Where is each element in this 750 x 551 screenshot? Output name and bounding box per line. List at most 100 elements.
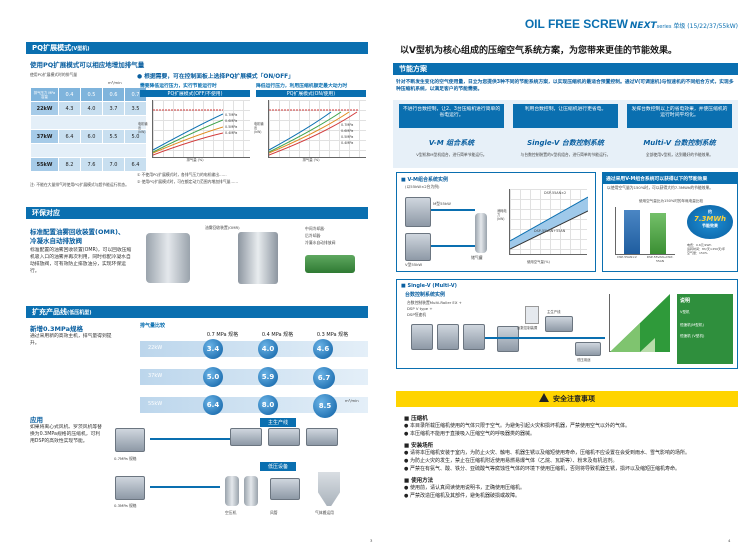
single-subtitle: 台数控制系统实例: [405, 292, 446, 298]
machine-image: [575, 342, 601, 356]
system-desc-multi: 全部使用V型机，达到最好的节能效果。: [645, 152, 714, 157]
app-cap-3: 气体搬运用: [315, 510, 334, 515]
safety-body: ■ 压缩机 ● 本目录所载压缩机使用的气体只限于空气。为避免引起火灾和损坏机器，…: [404, 411, 734, 500]
pq-cell: 4.3: [58, 101, 81, 116]
legend-mv: 恒速机 (V型机): [680, 334, 705, 338]
compressor-image: [463, 324, 485, 350]
value-circle: 6.4: [203, 395, 223, 415]
brand-series: NEXT: [629, 21, 657, 31]
single-title: ■ Single-V (Multi-V): [401, 283, 457, 289]
value-circle: 8.5: [313, 394, 337, 418]
vm-title: ■ V-M组合系统实例: [401, 177, 449, 183]
pipe-line: [150, 438, 230, 440]
pq-chart-off: 需要降低运行压力，实行节能运行时 PQ扩展模式(OFF/不使用) 0.7MPa …: [138, 82, 250, 163]
safety-item: ● 请将本压缩机安装于室内，为防止火灾、触电、机器生锈以及缩短使用寿命，压缩机不…: [404, 450, 690, 456]
env-bar: 环保对应: [26, 207, 368, 219]
pq-bar-small: (V型机): [71, 46, 90, 52]
env-label-3: 后冷却器·: [305, 233, 322, 238]
saving-conditions: 电费：0.6元/kWh 运转时间：8h/天×250天/年 空气量：150%: [687, 243, 737, 255]
filter-image: [238, 232, 278, 284]
col-03: 0.3 MPa 规格: [316, 332, 349, 338]
saving-bar: [650, 213, 666, 254]
vm-label-v: V型55kW: [405, 262, 423, 267]
safety-item: ● 使用前，请认真阅读使用说明书，正确使用压缩机。: [404, 485, 525, 491]
pq-subtitle: 使用PQ扩展模式可以相应地增加排气量: [30, 61, 145, 69]
legend-07: 0.7MPa: [225, 113, 238, 117]
app-desc: 如果将离心式风机、罗茨风机等替换为0.3MPa规格的压缩机，可利用DSP的高效性…: [30, 425, 102, 444]
app-title: 应用: [30, 416, 43, 424]
pipe-line: [431, 209, 475, 211]
machine-image: [306, 428, 338, 446]
pq-table-unit: m³/min: [108, 80, 122, 85]
badge-value: 7.3MWh: [693, 215, 727, 223]
system-panel: 不进行台数控制，让2、3台压缩机进行简单的省电运行。 利用台数控制，让压缩机进行…: [393, 100, 738, 168]
vm-chart: DSP-55AN×2 DSP-55VAN+55AN: [509, 189, 588, 255]
safety-item: ● 为防止火灾的发生，禁止在压缩机附近使用易燃易爆气体（乙烷、瓦斯等）、粉末及有…: [404, 458, 618, 464]
vm-chart-title: DSP-55AN×2: [544, 191, 567, 195]
pq-cell: 3.5: [124, 101, 147, 116]
col-07: 0.7 MPa 规格: [206, 332, 239, 338]
pq-cell: 55kW: [30, 157, 59, 172]
expand-row: 55kW 6.4 8.0 8.5: [140, 394, 368, 418]
compressor-03-image: [115, 476, 145, 500]
safety-item: ● 本目录所载压缩机使用的气体只限于空气。为避免引起火灾和损坏机器，严禁使用空气…: [404, 423, 630, 429]
legend-05: 0.5MPa: [341, 135, 354, 139]
chart-on-ylabel: 电机输出 (kW): [254, 122, 264, 134]
saving-chart: [615, 207, 675, 255]
legend-04: 0.4MPa: [225, 131, 238, 135]
single-label-ctrl: 台数控制装置: [517, 326, 538, 330]
cond-line: 空气量：150%: [687, 251, 708, 255]
saving-panel: 通过采用V-M组合系统可以获得以下的节能效果 以使用空气量为150%时，可以获得…: [602, 172, 738, 272]
saving-chart-title: 使用空气量比为150%时的年耗电量比较: [638, 199, 704, 203]
machine-image: [230, 428, 262, 446]
single-v-panel: ■ Single-V (Multi-V) 台数控制系统实例 台数控制装置Mult…: [396, 279, 738, 369]
pq-head-1: 0.4: [58, 87, 81, 102]
legend-05: 0.5MPa: [225, 125, 238, 129]
safety-title: 安全注意事项: [553, 395, 595, 403]
single-desc-2: DSP V type +: [407, 306, 433, 311]
pq-cell: 22kW: [30, 101, 59, 116]
single-desc-3: DSP恒速机: [407, 312, 427, 317]
brand-series-suffix: series: [656, 24, 672, 30]
right-headline: 以V型机为核心组成的压缩空气系统方案，为您带来更佳的节能效果。: [400, 46, 677, 56]
system-box-single: 利用台数控制，让压缩机进行更省电。: [513, 104, 618, 128]
pq-note: 注: 不能在大量排气时使用PQ扩展模式与超节能运行状态。: [30, 182, 129, 187]
machine-image: [268, 428, 300, 446]
expand-row: 37kW 5.0 5.9 6.7: [140, 367, 368, 389]
pq-bar-text: PQ扩展模式: [32, 44, 72, 52]
pq-cell: 6.4: [58, 129, 81, 144]
badge-head: 约: [708, 209, 712, 214]
energy-desc: 针对不断发生变化的空气使用量，日立为您提供3种不同的节能系统方案，以实现压缩机的…: [396, 80, 734, 92]
single-legend: 说明 V型机 恒速机(M型机) 恒速机 (V型机): [677, 294, 733, 364]
col-04: 0.4 MPa 规格: [261, 332, 294, 338]
env-label-4: 冷凝水自动排放阀: [305, 240, 336, 245]
chart-on-xlabel: 排气量 (%): [302, 158, 320, 162]
value-circle: 5.0: [203, 367, 223, 387]
brand-model: 单级 (15/22/37/55kW): [673, 23, 738, 30]
app-cap-1: 空压机: [225, 510, 237, 515]
energy-bar: 节能方案: [393, 63, 738, 75]
expand-row: 22kW 3.4 4.0 4.6: [140, 339, 368, 359]
pq-bar: PQ扩展模式(V型机): [26, 42, 368, 54]
expand-bar-text: 扩充产品线: [32, 308, 67, 316]
pq-chart-on: 降低运行压力，利用压缩机额定最大动力时 PQ扩展模式(ON/使用) 0.7MPa…: [254, 82, 366, 163]
safety-heading: ■ 安装场所: [404, 443, 434, 449]
chart-off-lines: [153, 109, 223, 156]
pq-footnote-1: ① 不使用PQ扩展模式时，各排气压力的电机输出……: [137, 172, 227, 177]
cond-line: 运转时间：8h/天×250天/年: [687, 247, 726, 251]
legend-m: 恒速机(M型机): [680, 323, 704, 327]
warning-icon: [539, 393, 549, 402]
header: OIL FREE SCREW NEXTseries 单级 (15/22/37/5…: [525, 17, 738, 31]
compressor-image: [437, 324, 459, 350]
chart-off-title: 需要降低运行压力，实行节能运行时: [140, 84, 217, 89]
value-circle: 5.9: [258, 367, 278, 387]
omr-tank-image: [146, 233, 190, 283]
single-label-low: 低压用途: [577, 358, 591, 362]
legend-07: 0.7MPa: [341, 123, 354, 127]
pq-cell: 4.0: [80, 101, 103, 116]
expand-cols: 0.7 MPa 规格 0.4 MPa 规格 0.3 MPa 规格: [195, 331, 365, 338]
env-label-2: 中间冷却器·: [305, 226, 326, 231]
system-box-multi: 发挥台数控制以上的省电效果，并使压缩机的运行时间平均化。: [627, 104, 732, 128]
pipe-line: [431, 245, 475, 247]
